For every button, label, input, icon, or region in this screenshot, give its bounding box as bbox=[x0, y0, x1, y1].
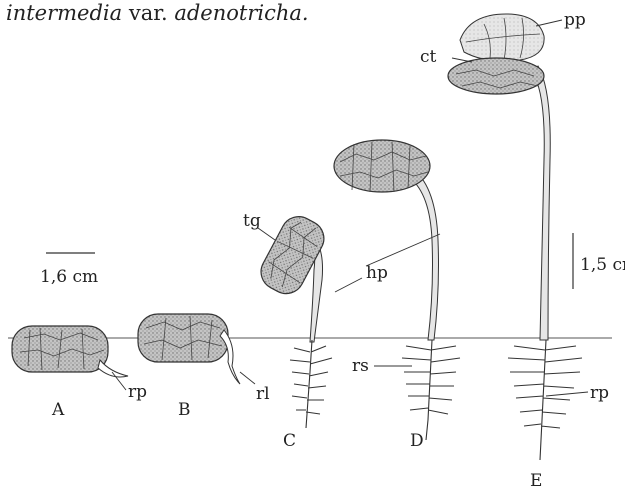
leader-hp-d bbox=[366, 234, 440, 266]
seedling-b bbox=[138, 314, 255, 384]
label-ct: ct bbox=[420, 47, 437, 67]
scale-label-left: 1,6 cm bbox=[40, 267, 98, 287]
hypocotyl-e bbox=[532, 66, 550, 340]
stage-label-a: A bbox=[51, 400, 65, 420]
seedling-d bbox=[334, 140, 460, 440]
roots-d bbox=[402, 340, 460, 440]
leader-hp-c bbox=[335, 278, 362, 292]
label-tg: tg bbox=[243, 211, 261, 231]
roots-c bbox=[290, 340, 332, 428]
label-rl: rl bbox=[256, 384, 270, 404]
seedling-a bbox=[12, 326, 128, 390]
stage-label-b: B bbox=[178, 400, 191, 420]
leader-ct bbox=[452, 58, 472, 62]
cotyledon-e bbox=[448, 58, 544, 94]
stage-label-c: C bbox=[283, 431, 296, 451]
paracotyledon-e bbox=[460, 14, 544, 61]
seedling-e bbox=[448, 14, 588, 460]
hypocotyl-d bbox=[410, 170, 439, 340]
label-rs: rs bbox=[352, 356, 369, 376]
label-rp-e: rp bbox=[590, 383, 609, 403]
seed-b bbox=[138, 314, 228, 362]
seed-coat-d bbox=[334, 140, 430, 192]
scale-label-right: 1,5 cm bbox=[580, 255, 625, 275]
stage-label-e: E bbox=[530, 471, 542, 488]
stage-label-d: D bbox=[410, 431, 424, 451]
label-hp: hp bbox=[366, 263, 388, 283]
leader-pp bbox=[536, 20, 562, 26]
label-pp: pp bbox=[564, 10, 586, 30]
leader-rl bbox=[240, 372, 255, 384]
leader-rp-e bbox=[546, 392, 588, 396]
radicle-a bbox=[98, 360, 128, 377]
roots-e bbox=[508, 340, 582, 460]
label-rp-a: rp bbox=[128, 382, 147, 402]
